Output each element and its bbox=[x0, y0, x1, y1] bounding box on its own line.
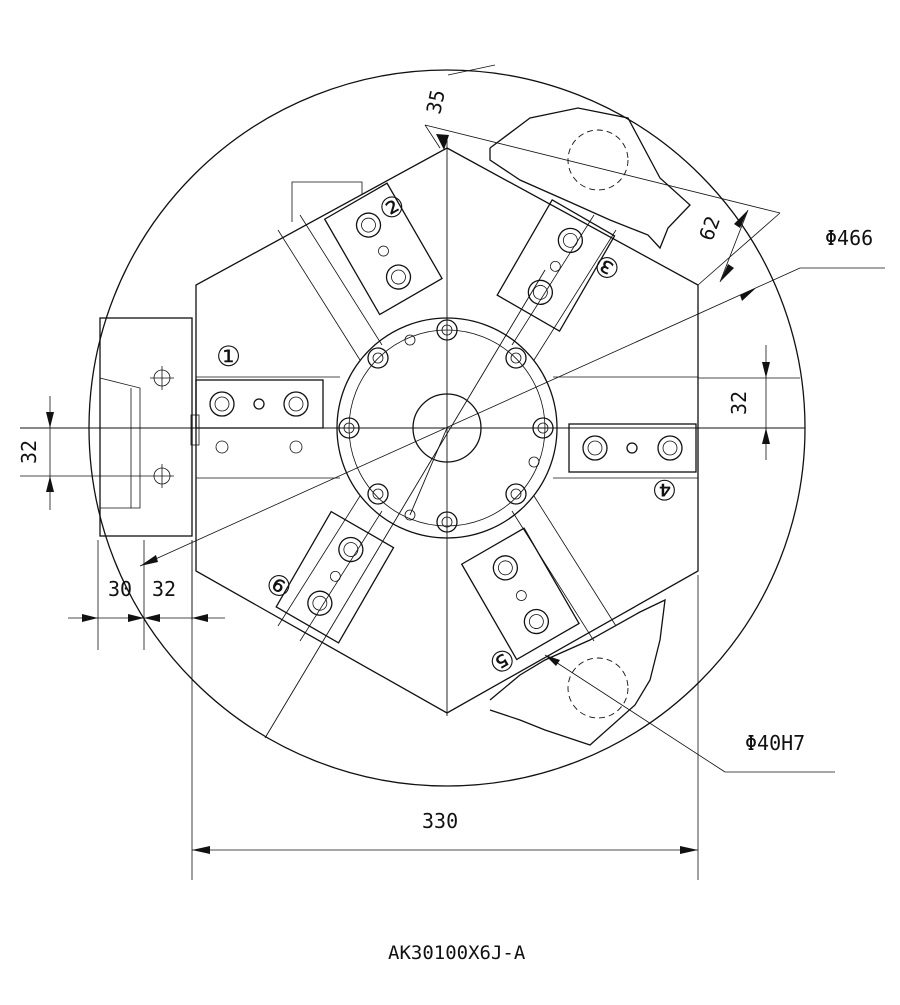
station-4-screws bbox=[582, 435, 683, 461]
dim-35-lines bbox=[424, 64, 781, 214]
station-label-2: ② bbox=[373, 187, 411, 228]
station-label-1: ① bbox=[216, 340, 241, 373]
lower-right-bracket bbox=[489, 598, 666, 746]
station-label-6: ⑥ bbox=[260, 565, 298, 606]
dim-32-left: 32 bbox=[17, 440, 41, 464]
dim-35: 35 bbox=[421, 87, 449, 116]
left-holder bbox=[99, 317, 193, 537]
drawing-code: AK30100X6J-A bbox=[388, 942, 526, 964]
station-5-block bbox=[460, 527, 580, 661]
dim-62-lines bbox=[697, 209, 781, 286]
station-2-block bbox=[323, 182, 443, 316]
dim-62: 62 bbox=[694, 213, 725, 244]
dim-30: 30 bbox=[108, 577, 132, 601]
hub-bolts bbox=[338, 319, 554, 533]
station-1-screws bbox=[209, 391, 309, 454]
dia466-leader bbox=[139, 267, 885, 567]
upper-right-bracket bbox=[489, 107, 691, 250]
dim-30-32-lines bbox=[68, 540, 225, 650]
dim-330-lines bbox=[191, 540, 699, 880]
radial-slots bbox=[196, 214, 698, 642]
station-3-block bbox=[496, 198, 616, 333]
station-1-plate bbox=[190, 379, 324, 446]
left-holder-holes bbox=[150, 366, 174, 488]
dim-32-right: 32 bbox=[727, 391, 751, 415]
station-label-4: ④ bbox=[652, 473, 677, 506]
dia40-leader bbox=[544, 654, 835, 773]
station-6-block bbox=[275, 510, 395, 644]
dim-dia40h7: Φ40H7 bbox=[745, 731, 805, 755]
dim-32-right-lines bbox=[698, 345, 800, 460]
dim-32-bottom: 32 bbox=[152, 577, 176, 601]
dim-330: 330 bbox=[422, 809, 458, 833]
station-4-plate bbox=[568, 423, 697, 473]
station-label-3: ③ bbox=[588, 246, 626, 287]
centerlines bbox=[20, 140, 805, 739]
dim-32-left-lines bbox=[20, 396, 150, 510]
station-2-bracket bbox=[291, 181, 363, 222]
dim-dia466: Φ466 bbox=[825, 226, 873, 250]
